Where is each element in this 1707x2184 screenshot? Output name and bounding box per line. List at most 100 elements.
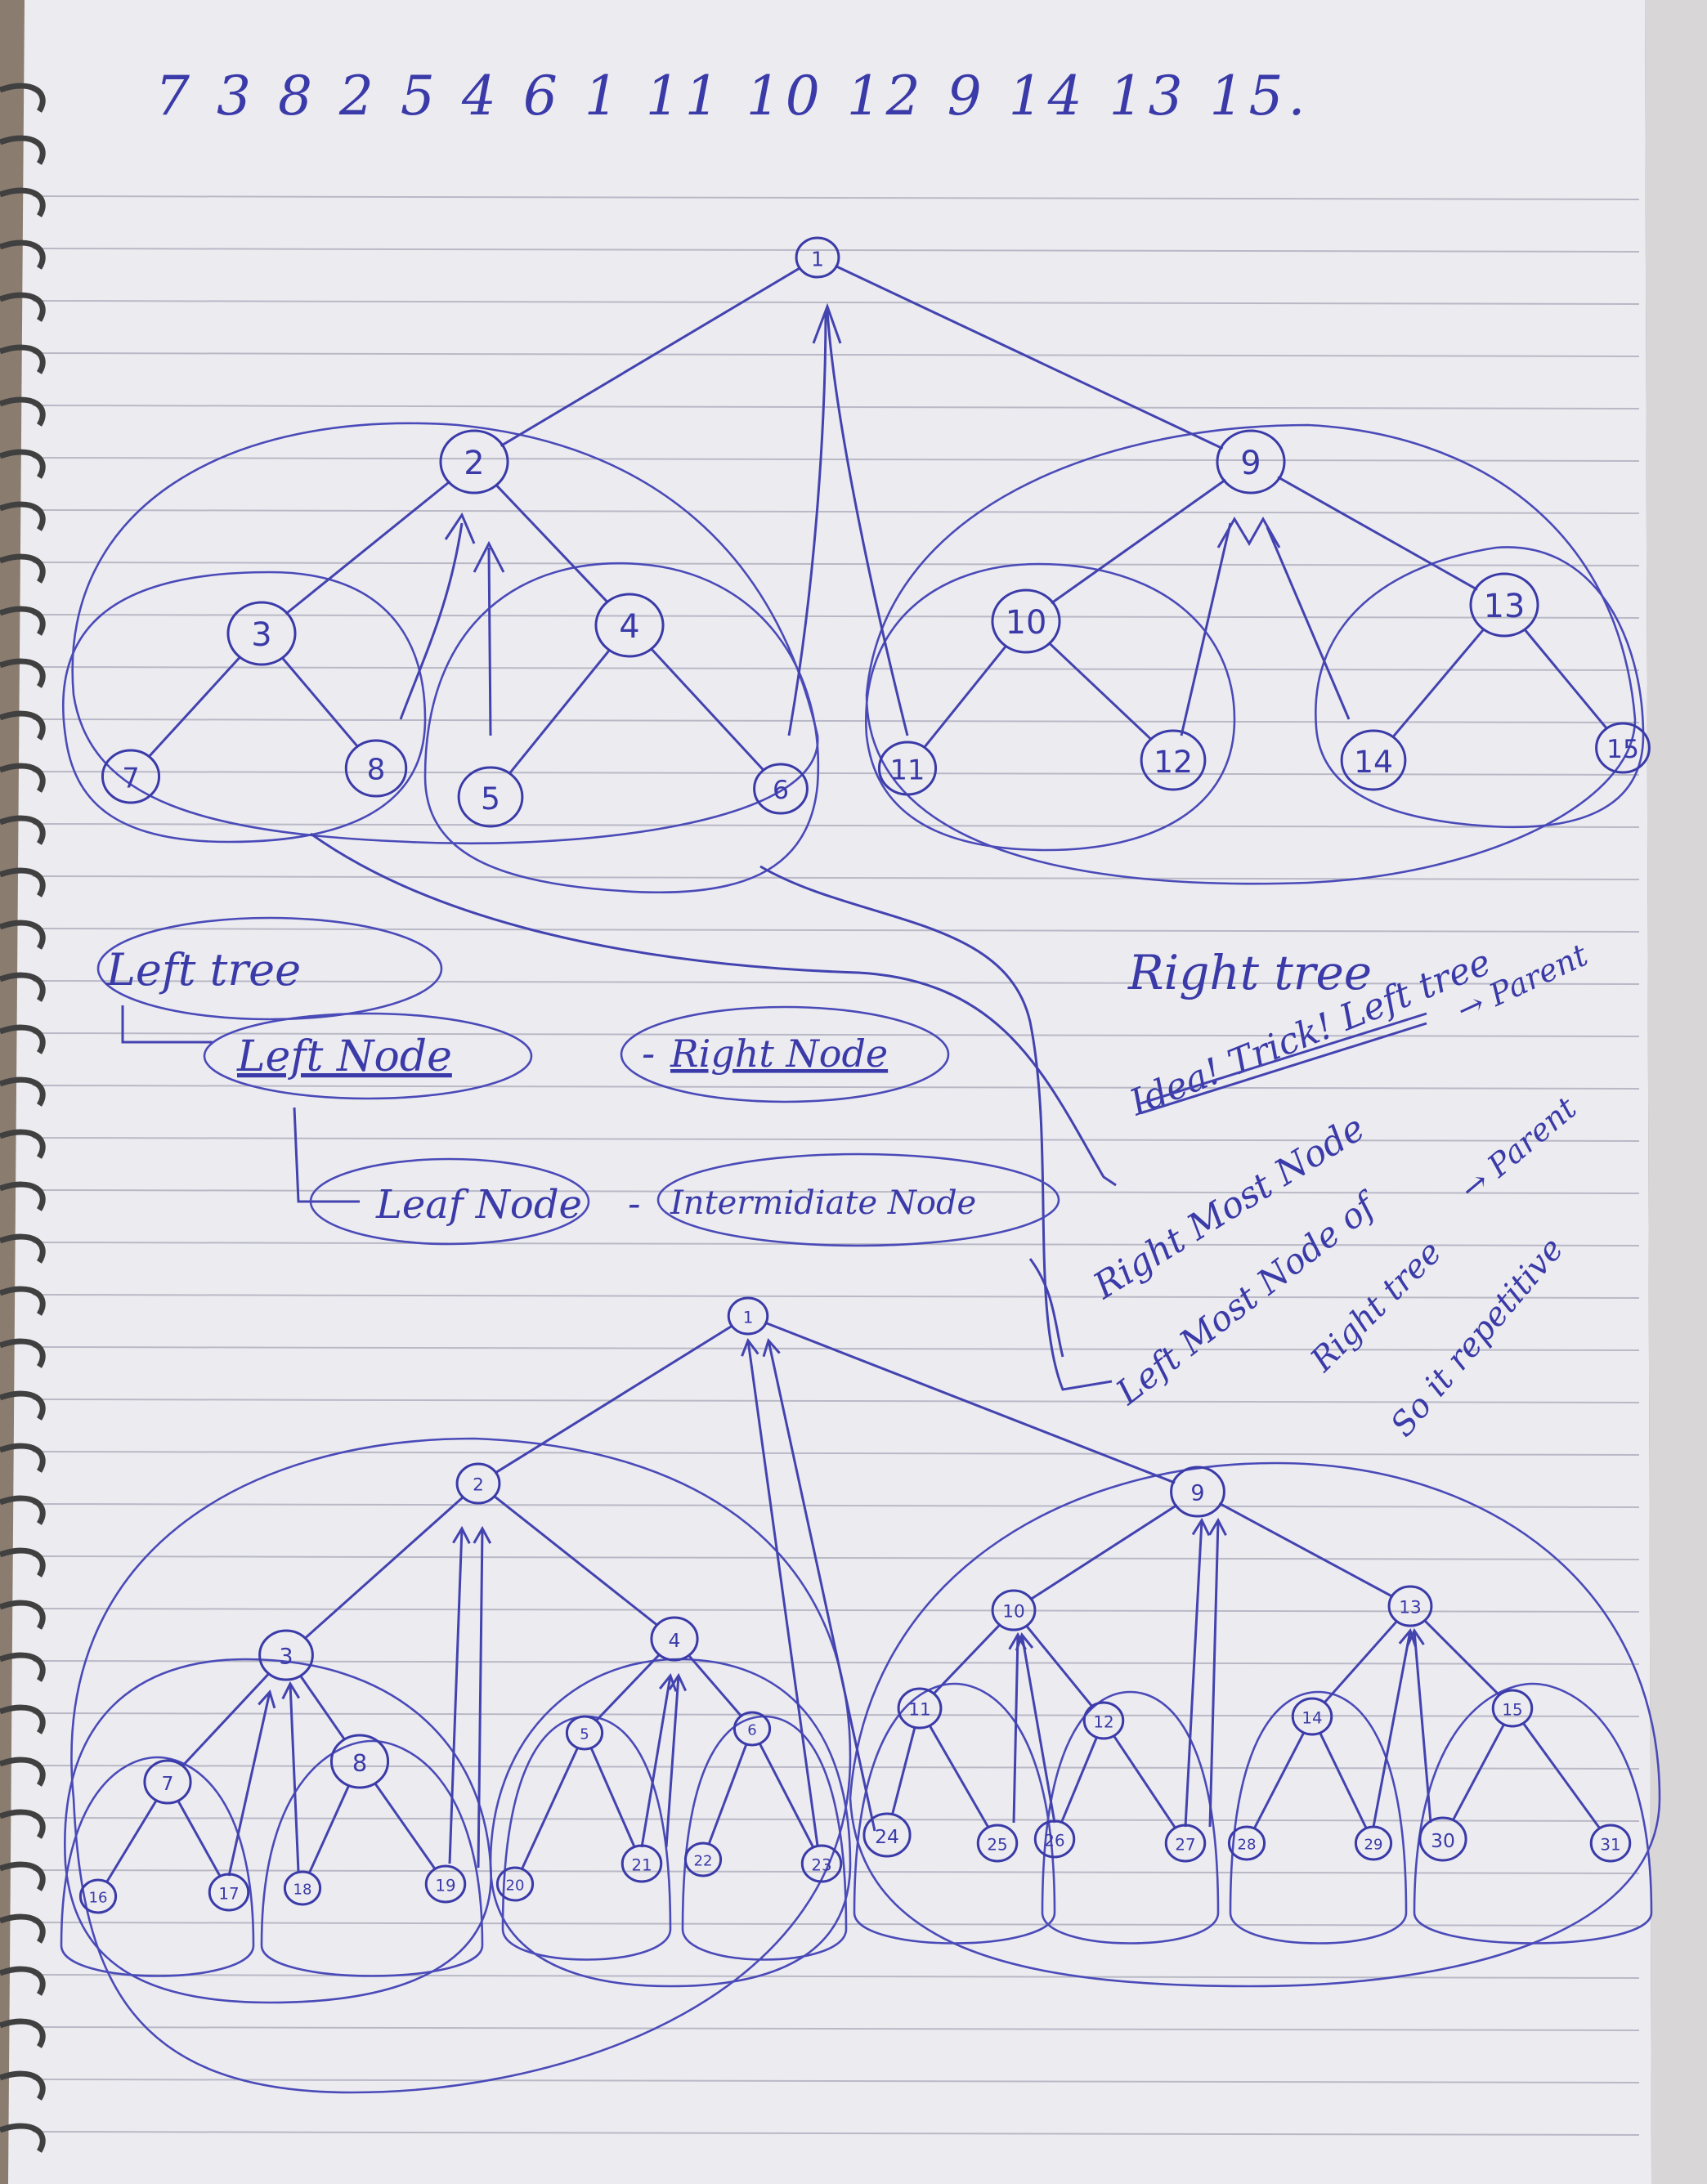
bottom-node-circle (1227, 1825, 1266, 1861)
bottom-node-label: 27 (1175, 1836, 1195, 1855)
bottom-node-19: 19 (424, 1864, 467, 1904)
bottom-arrow-3 (448, 1528, 464, 1864)
bottom-edge-9-13 (1218, 1502, 1394, 1598)
bottom-node-label: 28 (1238, 1837, 1257, 1854)
arrowhead (668, 1672, 688, 1692)
connector-left-to-note (310, 832, 1117, 1187)
top-node-circle (226, 601, 297, 666)
bottom-node-circle (991, 1589, 1037, 1631)
bottom-edge-5-20 (520, 1747, 580, 1870)
loop-node-4b (489, 1658, 852, 1988)
bottom-node-30: 30 (1418, 1816, 1467, 1862)
loop-node-13 (1315, 546, 1645, 829)
bottom-node-circle (1082, 1701, 1125, 1740)
bracket-2 (293, 1107, 360, 1203)
arrowhead (659, 1672, 678, 1692)
bottom-edge-1-2 (494, 1324, 734, 1475)
bottom-arrow-6 (665, 1675, 680, 1848)
bottom-node-2: 2 (455, 1462, 501, 1505)
bottom-node-label: 18 (293, 1882, 312, 1899)
top-edge-3-7 (147, 656, 242, 759)
top-node-circle (1140, 729, 1207, 791)
bottom-node-label: 2 (473, 1475, 484, 1496)
bottom-node-label: 16 (89, 1890, 108, 1907)
bottom-node-label: 12 (1093, 1713, 1113, 1732)
bottom-node-label: 4 (669, 1629, 681, 1652)
note-right-tree: Right tree (1127, 945, 1372, 1000)
bottom-node-circle (1589, 1824, 1632, 1863)
bottom-node-label: 31 (1600, 1836, 1620, 1855)
arrowhead (473, 540, 505, 573)
bottom-node-25: 25 (976, 1824, 1019, 1863)
bottom-arrow-12 (1208, 1519, 1220, 1828)
top-edge-2-3 (284, 480, 451, 615)
bottom-edge-6-22 (707, 1743, 748, 1845)
bottom-arrow-1 (227, 1691, 271, 1877)
loop-bottom-right (849, 1461, 1661, 1988)
bottom-arrow-10 (1020, 1634, 1056, 1824)
bottom-node-circle (283, 1870, 322, 1906)
top-edge-13-14 (1391, 628, 1485, 739)
bottom-node-circle (1164, 1824, 1207, 1863)
top-node-circle (439, 429, 509, 495)
bottom-node-circle (897, 1687, 943, 1730)
bottom-node-22: 22 (683, 1842, 723, 1877)
bottom-node-label: 17 (218, 1885, 239, 1904)
top-edge-3-8 (280, 656, 360, 749)
bottom-node-circle (208, 1873, 250, 1912)
loop-leaf-pair-1 (60, 1756, 255, 1977)
top-node-10: 10 (991, 589, 1061, 654)
top-node-circle (795, 236, 840, 279)
bottom-edge-14-28 (1252, 1731, 1306, 1829)
bottom-node-21: 21 (621, 1844, 663, 1883)
arrow-6-to-1 (787, 310, 827, 736)
oval-right-node (620, 1005, 950, 1103)
bottom-node-circle (727, 1296, 769, 1336)
bracket-1 (121, 1005, 213, 1044)
top-node-label: 12 (1154, 744, 1193, 780)
bottom-node-label: 1 (743, 1309, 754, 1327)
top-edge-2-4 (495, 483, 609, 604)
ruled-lines (32, 195, 1640, 2136)
bottom-node-5: 5 (565, 1715, 604, 1751)
top-node-circle (1340, 729, 1407, 791)
loop-left-subtree (71, 422, 819, 845)
bottom-node-circle (424, 1864, 467, 1904)
note-dash-2: - (628, 1181, 641, 1225)
bottom-node-label: 7 (162, 1772, 174, 1795)
top-edge-4-5 (508, 648, 612, 775)
bottom-edge-3-8 (298, 1674, 347, 1741)
arrowhead (258, 1689, 276, 1709)
bottom-node-label: 3 (279, 1645, 293, 1670)
arrowhead (452, 1525, 471, 1545)
top-node-label: 6 (773, 776, 789, 805)
bottom-node-label: 11 (908, 1700, 930, 1721)
bottom-arrow-5 (640, 1675, 672, 1848)
loop-node-4 (423, 562, 820, 894)
bottom-edge-5-21 (589, 1747, 636, 1848)
arrowhead (473, 1525, 492, 1544)
arrowhead (444, 512, 476, 544)
arrow-8-to-2 (399, 522, 464, 720)
bottom-arrow-14 (1413, 1630, 1432, 1824)
sequence-text: 7 3 8 2 5 4 6 1 11 10 12 9 14 13 15. (155, 65, 1310, 128)
bottom-edge-8-18 (307, 1784, 351, 1874)
bottom-node-13: 13 (1387, 1585, 1433, 1627)
top-node-4: 4 (594, 593, 665, 658)
oval-left-node (203, 1012, 533, 1100)
bottom-node-circle (733, 1711, 772, 1747)
note-intermediate-node: Intermidiate Node (670, 1184, 976, 1222)
top-edge-9-13 (1277, 476, 1478, 591)
bottom-edge-3-7 (181, 1672, 271, 1768)
bottom-node-8: 8 (329, 1734, 390, 1789)
bottom-arrow-11 (1184, 1519, 1203, 1828)
arrowhead (812, 302, 842, 344)
bottom-node-26: 26 (1033, 1819, 1076, 1859)
top-node-12: 12 (1140, 729, 1207, 791)
top-node-label: 3 (251, 616, 271, 654)
bottom-node-15: 15 (1491, 1689, 1534, 1728)
bottom-node-18: 18 (283, 1870, 322, 1906)
arrowhead (1398, 1627, 1417, 1648)
